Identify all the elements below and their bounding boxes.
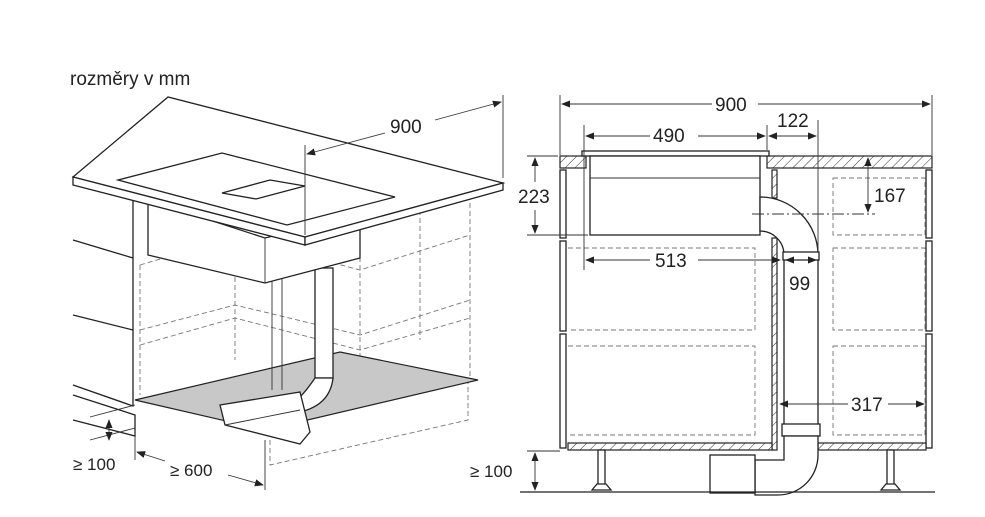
duct-section <box>709 196 821 496</box>
plinth-dimension <box>89 404 136 441</box>
axis-height-label: 167 <box>874 186 906 207</box>
offset-label: 122 <box>777 111 809 132</box>
duct-to-wall-label: 317 <box>851 395 883 416</box>
width-dimension <box>304 95 504 235</box>
depth-dimension <box>134 430 266 490</box>
worktop <box>71 96 506 246</box>
worktop-section-right <box>766 155 933 169</box>
vertical-duct <box>271 267 334 413</box>
duct-width-label: 99 <box>789 274 810 295</box>
section-view: 900 490 122 223 167 513 99 317 ≥ 100 <box>470 95 935 496</box>
cutout-width-label: 513 <box>655 251 687 272</box>
perspective-view: 900 ≥ 100 ≥ 600 <box>71 95 506 490</box>
drawers-dashed <box>568 177 926 436</box>
plinth-height-label-section: ≥ 100 <box>470 462 512 481</box>
units-caption: rozměry v mm <box>70 69 190 90</box>
floor-outlet <box>219 391 311 445</box>
left-cabinet <box>72 179 136 437</box>
worktop-section-left <box>559 155 587 169</box>
total-width-label: 900 <box>715 95 747 116</box>
hob-unit-section <box>589 155 761 236</box>
floor-outlet-section <box>709 454 756 494</box>
unit-height-label: 223 <box>518 187 550 208</box>
plinth-height-label: ≥ 100 <box>73 455 115 474</box>
feet <box>590 449 902 491</box>
hob-width-label: 490 <box>653 126 685 147</box>
depth-label: ≥ 600 <box>170 461 212 480</box>
hob-glass-section <box>581 150 770 157</box>
width-label: 900 <box>390 117 422 138</box>
